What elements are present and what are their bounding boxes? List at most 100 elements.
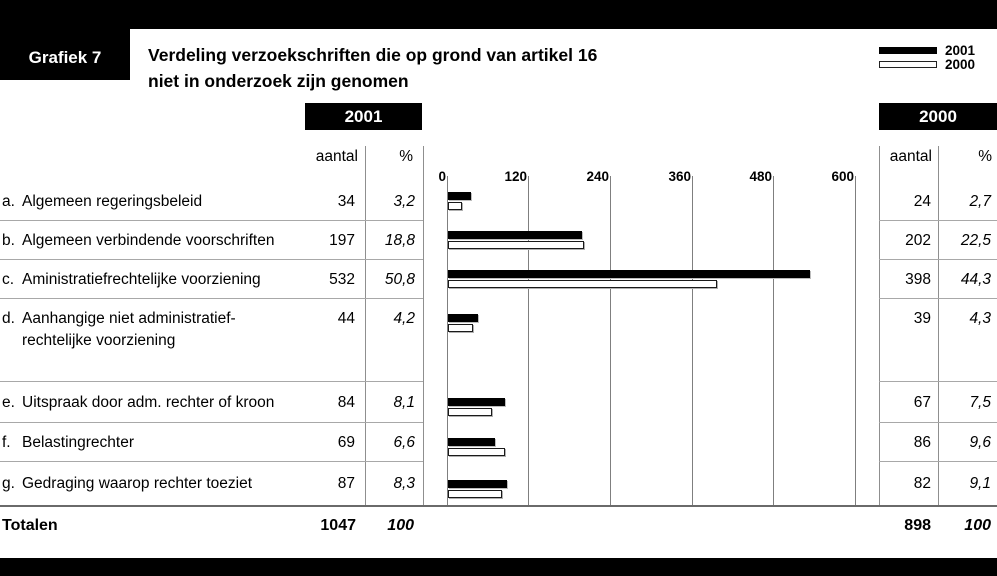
row-separator-right (879, 298, 997, 299)
row-pct-2000: 9,1 (969, 475, 991, 492)
row-aantal-2000: 82 (913, 475, 931, 492)
bar-2001 (448, 480, 507, 488)
bar-2000 (448, 408, 492, 416)
row-aantal-2000: 39 (913, 310, 931, 327)
row-aantal-2000: 202 (905, 232, 931, 249)
axis-tick-label: 240 (586, 169, 609, 184)
row-separator-left (0, 259, 423, 260)
row-letter: g. (2, 475, 15, 492)
row-separator-right (879, 259, 997, 260)
table-column-line (423, 146, 424, 505)
axis-gridline (528, 176, 529, 506)
top-black-bar (0, 0, 997, 29)
axis-tick-label: 480 (749, 169, 772, 184)
colhead-aantal-left: aantal (315, 148, 358, 165)
row-label: f.Belastingrechter (2, 432, 134, 454)
row-aantal-2001: 34 (337, 193, 355, 210)
bar-2000 (448, 280, 717, 288)
grafiek-badge: Grafiek 7 (0, 0, 130, 80)
row-letter: d. (2, 310, 15, 327)
row-aantal-2000: 398 (905, 271, 931, 288)
totals-separator-line (0, 505, 997, 507)
row-aantal-2001: 69 (337, 434, 355, 451)
row-label-line1: c.Aministratiefrechtelijke voorziening (2, 269, 261, 291)
row-label: b.Algemeen verbindende voorschriften (2, 230, 274, 252)
axis-tick-label: 0 (438, 169, 446, 184)
axis-gridline (447, 176, 448, 506)
row-label-line1: a.Algemeen regeringsbeleid (2, 191, 202, 213)
row-pct-2000: 4,3 (969, 310, 991, 327)
row-separator-right (879, 220, 997, 221)
row-label-line1: e.Uitspraak door adm. rechter of kroon (2, 392, 274, 414)
bottom-black-bar (0, 558, 997, 576)
table-column-line (938, 146, 939, 505)
table-column-line (879, 146, 880, 505)
colhead-percent-right: % (978, 148, 992, 165)
axis-tick-label: 120 (504, 169, 527, 184)
row-separator-left (0, 298, 423, 299)
totals-aantal-2001: 1047 (320, 517, 356, 534)
colhead-percent-left: % (399, 148, 413, 165)
row-pct-2000: 22,5 (960, 232, 991, 249)
bar-2001 (448, 231, 582, 239)
row-label-line1: b.Algemeen verbindende voorschriften (2, 230, 274, 252)
row-label: c.Aministratiefrechtelijke voorziening (2, 269, 261, 291)
row-aantal-2001: 44 (337, 310, 355, 327)
bar-2000 (448, 202, 462, 210)
year-header-2001: 2001 (305, 103, 422, 130)
row-pct-2001: 6,6 (393, 434, 415, 451)
chart-title: Verdeling verzoekschriften die op grond … (148, 42, 597, 94)
totals-row: Totalen 1047 100 898 100 (0, 517, 997, 537)
row-pct-2001: 50,8 (384, 271, 415, 288)
axis-gridline (610, 176, 611, 506)
row-aantal-2000: 24 (913, 193, 931, 210)
row-pct-2000: 44,3 (960, 271, 991, 288)
row-label-line2: rechtelijke voorziening (22, 332, 176, 349)
row-pct-2001: 8,3 (393, 475, 415, 492)
legend-label-2001: 2001 (945, 42, 976, 58)
row-separator-left (0, 461, 423, 462)
row-label-line1: g.Gedraging waarop rechter toeziet (2, 473, 252, 495)
legend-item-2000: 2000 (879, 57, 975, 71)
bar-2000 (448, 324, 473, 332)
row-aantal-2001: 532 (329, 271, 355, 288)
row-label: a.Algemeen regeringsbeleid (2, 191, 202, 213)
row-separator-left (0, 381, 423, 382)
row-aantal-2000: 67 (913, 394, 931, 411)
bar-2001 (448, 270, 810, 278)
row-aantal-2000: 86 (913, 434, 931, 451)
bar-2000 (448, 490, 502, 498)
legend-swatch-2001-icon (879, 46, 937, 54)
row-pct-2001: 3,2 (393, 193, 415, 210)
year-header-2000: 2000 (879, 103, 997, 130)
row-separator-left (0, 422, 423, 423)
row-separator-left (0, 220, 423, 221)
row-aantal-2001: 197 (329, 232, 355, 249)
row-pct-2000: 7,5 (969, 394, 991, 411)
row-label-line1: d.Aanhangige niet administratief- (2, 308, 236, 330)
row-letter: e. (2, 394, 15, 411)
row-separator-right (879, 461, 997, 462)
colhead-aantal-right: aantal (889, 148, 932, 165)
axis-gridline (855, 176, 856, 506)
row-letter: c. (2, 271, 15, 288)
row-aantal-2001: 87 (337, 475, 355, 492)
bar-2001 (448, 398, 505, 406)
legend-swatch-2000-icon (879, 60, 937, 68)
table-column-line (365, 146, 366, 505)
row-aantal-2001: 84 (337, 394, 355, 411)
row-letter: b. (2, 232, 15, 249)
grafiek-badge-label: Grafiek 7 (28, 48, 102, 67)
totals-pct-2000: 100 (964, 517, 991, 534)
chart-title-line2: niet in onderzoek zijn genomen (148, 71, 409, 91)
bar-2001 (448, 438, 495, 446)
row-separator-right (879, 422, 997, 423)
row-label: d.Aanhangige niet administratief-rechtel… (2, 308, 236, 352)
row-pct-2000: 2,7 (969, 193, 991, 210)
row-label: e.Uitspraak door adm. rechter of kroon (2, 392, 274, 414)
axis-tick-label: 600 (831, 169, 854, 184)
totals-aantal-2000: 898 (904, 517, 931, 534)
legend: 2001 2000 (879, 43, 975, 71)
legend-item-2001: 2001 (879, 43, 975, 57)
axis-tick-label: 360 (668, 169, 691, 184)
